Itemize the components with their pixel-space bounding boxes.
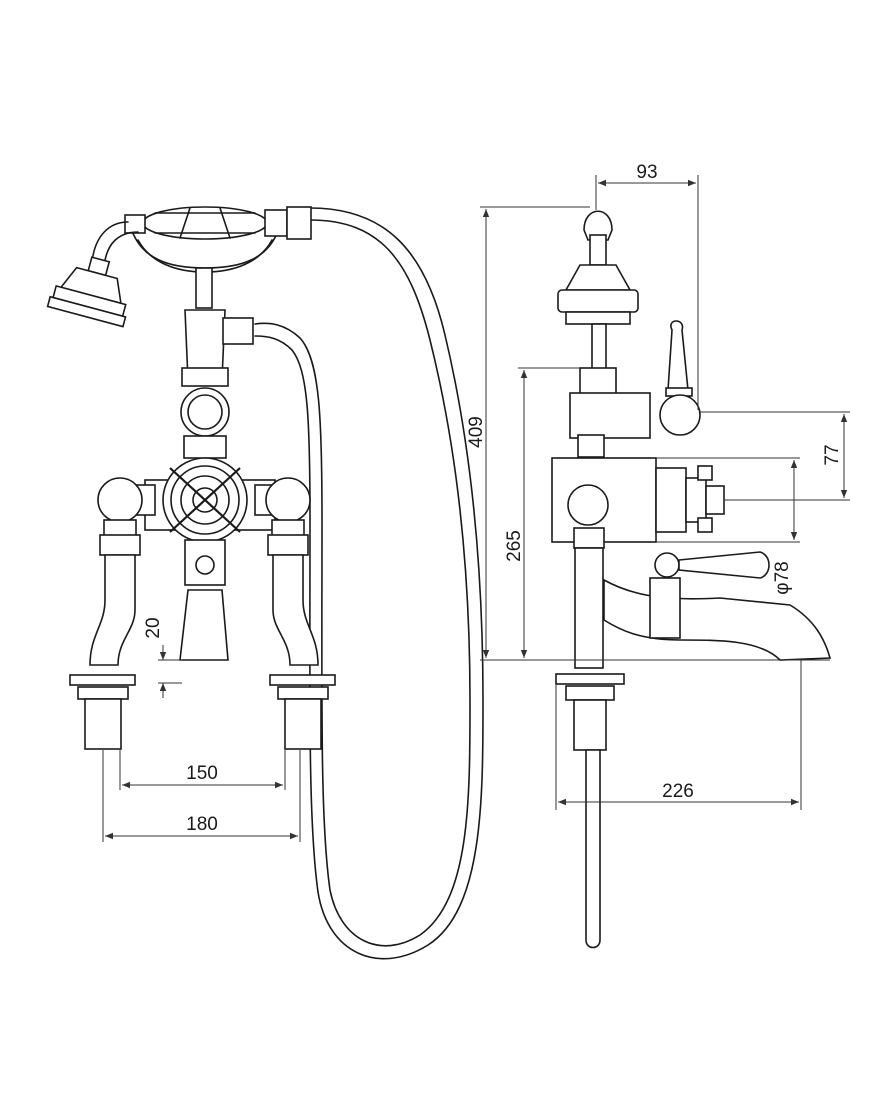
dim-front-deck-height: 20 (143, 617, 164, 638)
dim-front-outer-spacing: 180 (186, 814, 218, 835)
dim-front-inner-spacing: 150 (186, 763, 218, 784)
front-view: 20 150 180 (46, 206, 484, 960)
mixer-body (144, 457, 276, 586)
side-spout (603, 578, 832, 661)
handset (124, 206, 312, 240)
dim-side-diameter: φ78 (772, 561, 793, 594)
left-leg (69, 477, 156, 750)
shower-head (46, 256, 127, 328)
side-view: 93 409 265 77 φ78 226 (466, 162, 850, 949)
dim-side-top-offset: 93 (636, 162, 657, 183)
dim-side-total-height: 409 (466, 416, 487, 448)
front-spout (179, 589, 229, 661)
dim-side-handle-offset: 77 (822, 444, 843, 465)
right-leg (254, 477, 336, 750)
shower-hose (254, 219, 471, 947)
diverter (180, 309, 254, 459)
dim-side-spout-reach: 226 (662, 781, 694, 802)
dim-side-body-height: 265 (504, 530, 525, 562)
